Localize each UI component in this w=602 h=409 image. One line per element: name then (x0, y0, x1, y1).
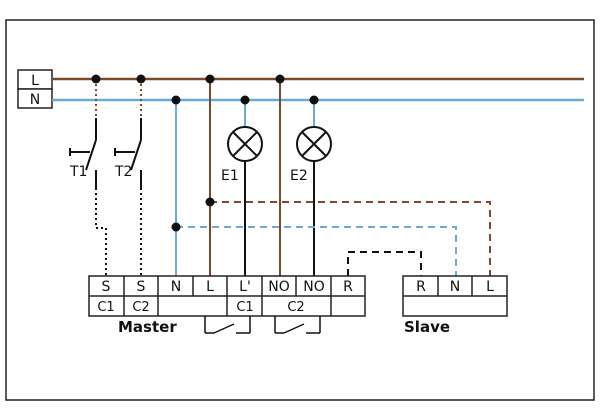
master-terminal-block (88, 275, 366, 317)
master-channel-c1-input: C1 (97, 300, 114, 315)
lamp-e1 (227, 126, 263, 162)
slave-terminal-l: L (486, 279, 494, 295)
master-terminal-no1: NO (268, 279, 290, 295)
slave-neutral-dashed-wire (176, 226, 457, 276)
master-channel-c1-output: C1 (236, 300, 253, 315)
live-label: L (31, 73, 39, 89)
neutral-label: N (30, 92, 40, 108)
lamp-e2-label: E2 (290, 168, 308, 184)
diagram-frame (5, 19, 595, 401)
junction-dots (91, 74, 319, 232)
relay-contact-c2 (274, 316, 321, 334)
slave-terminal-r: R (416, 279, 426, 295)
switch-t1-label: T1 (69, 164, 87, 180)
master-terminal-l: L (206, 279, 214, 295)
relay-contact-c1 (204, 316, 251, 334)
slave-title: Slave (404, 318, 450, 336)
switch-t1-return-dotted (95, 188, 107, 276)
switch-t2 (114, 118, 142, 188)
slave-terminal-n: N (450, 279, 460, 295)
master-terminal-no2: NO (303, 279, 325, 295)
switch-t2-label: T2 (114, 164, 132, 180)
lamp-e1-label: E1 (221, 168, 239, 184)
master-channel-c2-output: C2 (287, 300, 304, 315)
slave-live-dashed-wire (210, 201, 491, 276)
switch-t1 (69, 118, 97, 188)
slave-terminal-block (402, 275, 508, 317)
master-terminal-n: N (171, 279, 181, 295)
neutral-label-box (17, 88, 53, 109)
lamp-e2 (296, 126, 332, 162)
master-terminal-l-prime: L' (239, 279, 251, 295)
slave-r-dashed-wire (347, 251, 422, 276)
master-title: Master (118, 318, 177, 336)
master-terminal-s2: S (137, 279, 146, 295)
master-channel-c2-input: C2 (132, 300, 149, 315)
master-terminal-s1: S (102, 279, 111, 295)
master-terminal-r: R (343, 279, 353, 295)
